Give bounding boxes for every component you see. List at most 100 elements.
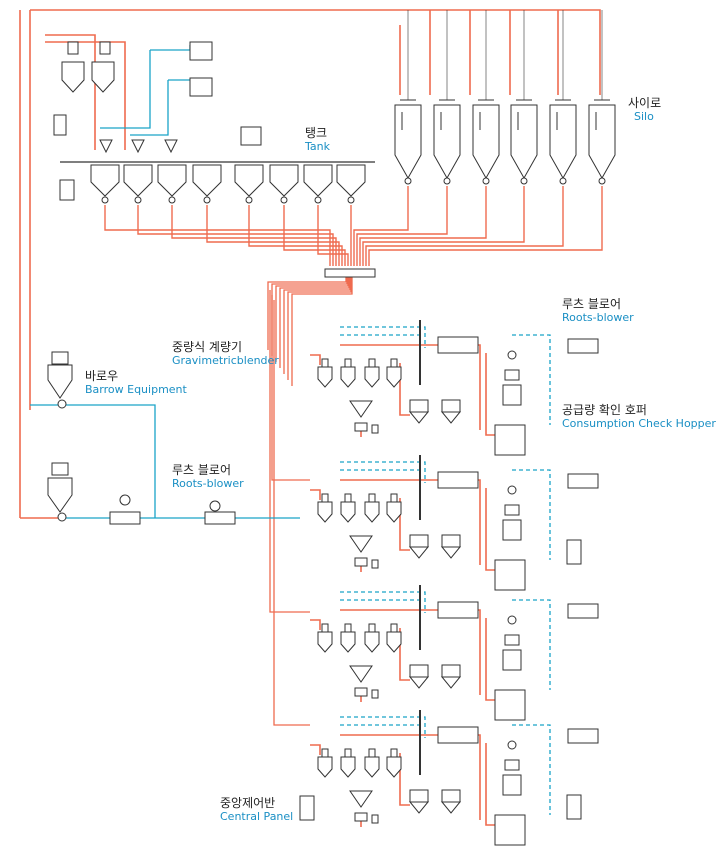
- tank-6: [269, 164, 299, 197]
- outlet-pipe-5: [248, 205, 343, 266]
- blender-2-loader-3: [368, 493, 376, 503]
- trunk-pipe-1: [267, 277, 347, 350]
- central-panel-en: Central Panel: [220, 809, 294, 823]
- cyclone-3: [164, 139, 178, 154]
- barrow-rotary-valve-2: [57, 512, 67, 522]
- tank-3: [157, 164, 187, 197]
- trunk-pipe-4: [279, 277, 350, 368]
- trunk-pipe-3: [275, 277, 349, 362]
- air-line-top-1: [150, 45, 191, 51]
- machine-1-feed: [485, 353, 495, 436]
- blender-2-inlet: [310, 489, 321, 500]
- blower-unit-1: [189, 41, 213, 61]
- roots-blower-1-a: [437, 336, 479, 354]
- dryer-1-2-cone: [440, 411, 462, 424]
- blower-motor-1: [119, 494, 131, 506]
- barrow-label-ko: 바로우: [85, 369, 119, 383]
- tank-label-ko: 탱크: [305, 126, 328, 140]
- blender-1-outlet: [354, 422, 368, 432]
- hopper-3-air: [512, 599, 551, 690]
- tank-outlet-valve: [347, 196, 355, 204]
- silo-label-ko: 사이로: [628, 96, 662, 110]
- blender-1-mixer: [349, 400, 373, 418]
- dryer-3-2: [441, 664, 461, 678]
- outlet-pipe-6: [283, 205, 346, 266]
- barrow-frame-1: [51, 351, 69, 365]
- tank-7: [303, 164, 333, 197]
- tank-outlet-valve: [314, 196, 322, 204]
- barrow-label: 바로우 Barrow Equipment: [85, 369, 187, 396]
- silo-5: [549, 104, 577, 180]
- barrow-rotary-valve-1: [57, 399, 67, 409]
- blender-3-inlet: [310, 619, 321, 630]
- roots-blower-4-a: [437, 726, 479, 744]
- roots-blower-2-a: [437, 471, 479, 489]
- silo-6: [588, 104, 616, 180]
- barrow-hopper-2: [47, 477, 73, 513]
- blender-4-hopper-2: [340, 756, 356, 778]
- blender-2-hopper-4: [386, 501, 402, 523]
- silo-outlet-valve: [598, 177, 606, 185]
- tank-5: [234, 164, 264, 197]
- dust-collector-1: [61, 61, 85, 93]
- blender-4-loader-3: [368, 748, 376, 758]
- blender-2-hopper-1: [317, 501, 333, 523]
- roots-blower-4-b: [567, 728, 599, 744]
- blender-3-supply: [340, 609, 481, 695]
- outlet-pipe-10: [356, 186, 448, 266]
- machine-2-body: [494, 559, 526, 591]
- blender-1-hopper-1: [317, 366, 333, 388]
- central-panel-label: 중앙제어반 Central Panel: [220, 796, 294, 823]
- gravimetric-label-ko: 중량식 계량기: [172, 340, 243, 354]
- blender-3-air-1: [340, 591, 426, 613]
- consumption-hopper-label: 공급량 확인 호퍼 Consumption Check Hopper: [562, 403, 716, 430]
- blender-2-sensor: [371, 559, 379, 569]
- blender-4-sensor: [371, 814, 379, 824]
- dryer-2-2: [441, 534, 461, 548]
- dust-line-1: [45, 34, 96, 150]
- blender-4-hopper-4: [386, 756, 402, 778]
- roots-blower-1-b: [567, 338, 599, 354]
- silo-4: [510, 104, 538, 180]
- dryer-2-1-cone: [408, 546, 430, 559]
- roots-blower-left-label: 루츠 블로어 Roots-blower: [172, 463, 244, 490]
- blender-4-loader-1: [321, 748, 329, 758]
- cyclone-2: [131, 139, 145, 154]
- roots-blower-left-1: [109, 511, 141, 525]
- central-panel-ko: 중앙제어반: [220, 796, 276, 810]
- blender-4-loader-4: [390, 748, 398, 758]
- tank-outlet-valve: [101, 196, 109, 204]
- barrow-label-en: Barrow Equipment: [85, 382, 187, 396]
- tank-1: [90, 164, 120, 197]
- blender-2-hopper-3: [364, 501, 380, 523]
- blender-1-hopper-4: [386, 366, 402, 388]
- tank-outlet-valve: [203, 196, 211, 204]
- blender-4-inlet: [310, 744, 321, 755]
- blender-3-loader-2: [344, 623, 352, 633]
- hopper-2-receiver: [504, 504, 520, 516]
- blender-3-outlet: [354, 687, 368, 697]
- roots-blower-right-label: 루츠 블로어 Roots-blower: [562, 297, 634, 324]
- outlet-pipe-13: [365, 186, 564, 266]
- dryer-4-2-cone: [440, 801, 462, 814]
- hopper-4-air: [512, 724, 551, 815]
- filter-2: [99, 41, 111, 55]
- consumption-hopper-3: [502, 649, 522, 671]
- blender-1-hopper-2: [340, 366, 356, 388]
- distribution-manifold: [324, 268, 376, 278]
- equipment-layer: [47, 10, 616, 846]
- blender-2-mixer: [349, 535, 373, 553]
- silo-1: [394, 104, 422, 180]
- outlet-pipe-14: [368, 186, 603, 266]
- outlet-pipe-1: [104, 205, 331, 266]
- outlet-pipe-9: [353, 186, 409, 266]
- barrow-hopper-1: [47, 364, 73, 399]
- dryer-1-1: [409, 399, 429, 413]
- tank-label-en: Tank: [305, 139, 330, 153]
- blender-1-air-1: [340, 326, 426, 348]
- tank-label: 탱크 Tank: [305, 126, 330, 153]
- control-box-top: [53, 114, 67, 136]
- consumption-hopper-2: [502, 519, 522, 541]
- trunk-to-blender-4: [273, 300, 310, 726]
- blender-4-hopper-3: [364, 756, 380, 778]
